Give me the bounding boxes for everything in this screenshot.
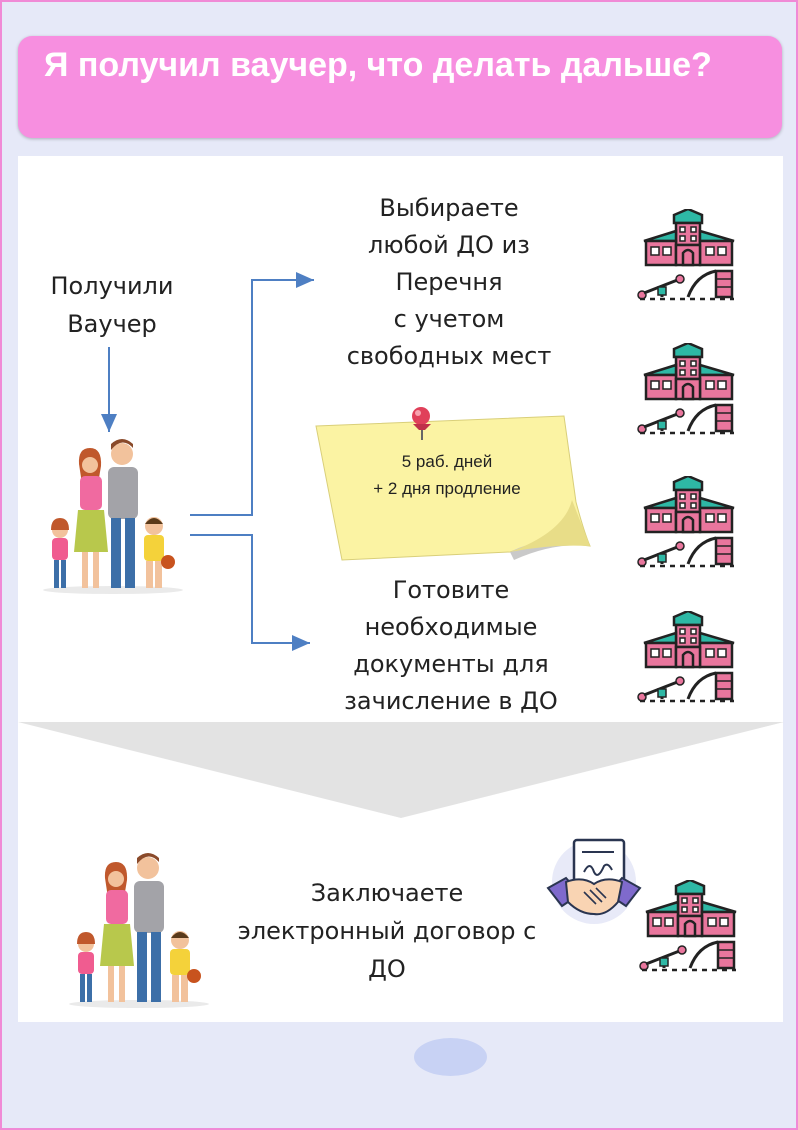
home-button[interactable] <box>414 1038 487 1076</box>
flow-arrows <box>101 272 314 651</box>
kindergarten-icon <box>636 611 736 703</box>
kindergarten-icon <box>636 343 736 435</box>
next-step-chevron <box>18 722 784 818</box>
page-title: Я получил ваучер, что делать дальше? <box>44 46 712 84</box>
prepare-documents-text: Готовите необходимые документы для зачис… <box>344 576 558 715</box>
arrow-to-prepare <box>190 534 310 651</box>
pushpin-icon <box>412 407 431 440</box>
arrow-to-choose <box>190 272 314 516</box>
deadline-note-text: 5 раб. дней + 2 дня продление <box>373 452 521 498</box>
sign-contract-text: Заключаете электронный договор с ДО <box>237 879 537 983</box>
sticky-note <box>315 415 591 561</box>
kindergarten-icon <box>636 476 736 568</box>
family-icon <box>43 439 183 594</box>
kindergarten-icon <box>638 880 738 972</box>
received-voucher-text: Получили Ваучер <box>50 272 174 338</box>
family-icon <box>69 853 209 1008</box>
handshake-contract-icon <box>546 838 642 924</box>
header-banner: Я получил ваучер, что делать дальше? <box>18 36 782 138</box>
kindergarten-icon <box>636 209 736 301</box>
choose-kindergarten-text: Выбираете любой ДО из Перечня с учетом с… <box>346 194 552 370</box>
